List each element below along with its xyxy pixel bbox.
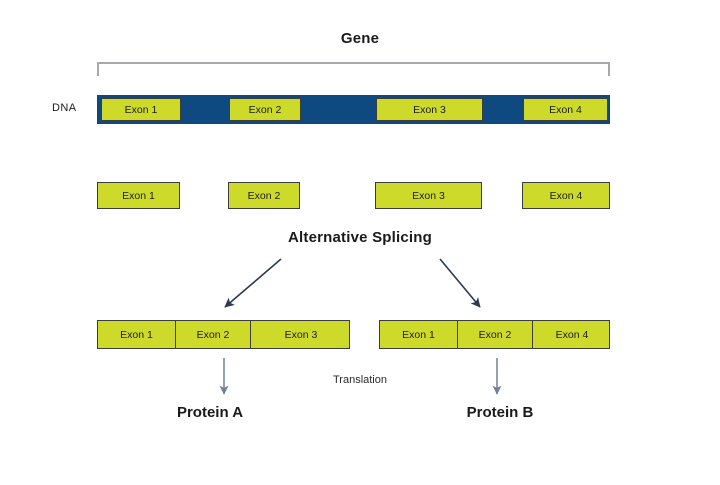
arrow-to-protein-a [224,258,282,308]
arrow-to-protein-b [439,258,481,308]
transcript-exon-cell: Exon 2 [176,321,251,348]
transcript-exon-cell: Exon 2 [458,321,533,348]
transcript-exon-cell: Exon 1 [380,321,458,348]
dna-exon-box: Exon 3 [376,98,483,121]
protein-a-label: Protein A [176,404,244,421]
dna-label: DNA [52,102,77,114]
transcript-exon-cell: Exon 1 [98,321,176,348]
spliced-exon-box: Exon 4 [522,182,610,209]
transcript-exon-cell: Exon 4 [555,328,589,341]
gene-span-bracket [97,62,610,76]
transcript-exon-cell: Exon 3 [284,328,318,341]
translation-label: Translation [332,374,387,386]
spliced-exon-box: Exon 3 [375,182,482,209]
dna-bar: Exon 1 Exon 2 Exon 3 Exon 4 [97,95,610,124]
dna-exon-box: Exon 2 [229,98,301,121]
alternative-splicing-label: Alternative Splicing [287,229,433,246]
spliced-exon-box: Exon 2 [228,182,300,209]
page-title: Gene [340,30,380,47]
dna-exon-box: Exon 1 [101,98,181,121]
protein-b-label: Protein B [466,404,534,421]
spliced-exon-box: Exon 1 [97,182,180,209]
dna-exon-box: Exon 4 [523,98,608,121]
